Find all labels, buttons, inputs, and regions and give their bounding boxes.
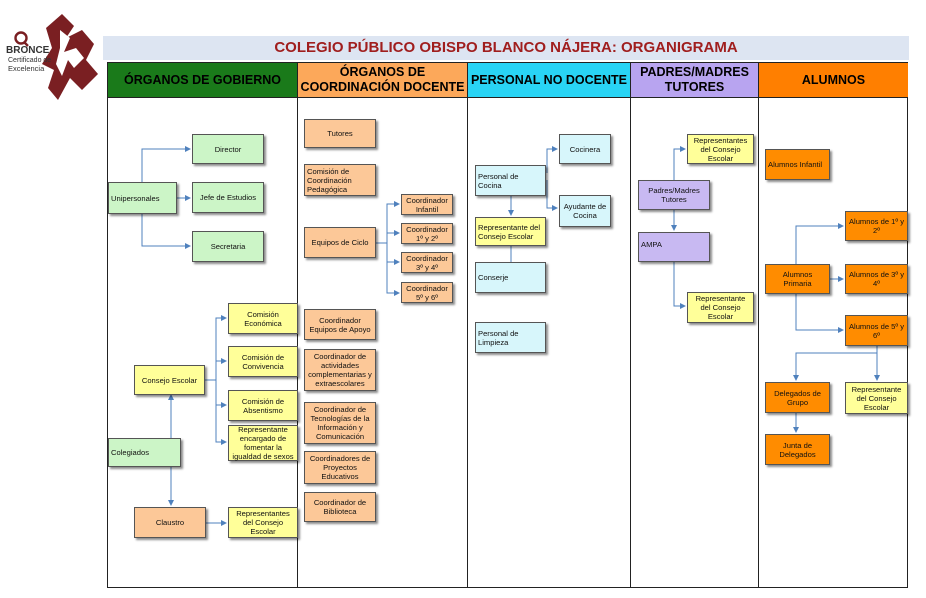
- logo-line2: Excelencia: [8, 64, 45, 73]
- ccp-box[interactable]: Comisión de Coordinación Pedagógica: [304, 164, 376, 196]
- director-box[interactable]: Director: [192, 134, 264, 164]
- consejo-escolar-box[interactable]: Consejo Escolar: [134, 365, 205, 395]
- representantes-consejo-padres-box[interactable]: Representantes del Consejo Escolar: [687, 134, 754, 164]
- delegados-grupo-box[interactable]: Delegados de Grupo: [765, 382, 830, 413]
- coordinador-tic-box[interactable]: Coordinador de Tecnologías de la Informa…: [304, 402, 376, 444]
- colegiados-box[interactable]: Colegiados: [108, 438, 181, 467]
- ayudante-cocina-box[interactable]: Ayudante de Cocina: [559, 195, 611, 227]
- alumnos-12-box[interactable]: Alumnos de 1º y 2º: [845, 211, 908, 241]
- equipos-ciclo-box[interactable]: Equipos de Ciclo: [304, 227, 376, 258]
- column-header-alumnos: ALUMNOS: [759, 63, 908, 98]
- alumnos-infantil-box[interactable]: Alumnos Infantil: [765, 149, 830, 180]
- tutores-box[interactable]: Tutores: [304, 119, 376, 148]
- column-divider: [467, 98, 468, 587]
- conserje-box[interactable]: Conserje: [475, 262, 546, 293]
- coordinador-34-box[interactable]: Coordinador 3º y 4º: [401, 252, 453, 273]
- alumnos-34-box[interactable]: Alumnos de 3º y 4º: [845, 264, 908, 294]
- comision-absentismo-box[interactable]: Comisión de Absentismo: [228, 390, 298, 421]
- padres-tutores-box[interactable]: Padres/Madres Tutores: [638, 180, 710, 210]
- column-divider: [630, 98, 631, 587]
- unipersonales-box[interactable]: Unipersonales: [108, 182, 177, 214]
- igualdad-representante-box[interactable]: Representante encargado de fomentar la i…: [228, 425, 298, 461]
- coordinador-infantil-box[interactable]: Coordinador Infantil: [401, 194, 453, 215]
- representante-consejo-padres-box[interactable]: Representante del Consejo Escolar: [687, 292, 754, 323]
- coordinador-56-box[interactable]: Coordinador 5º y 6º: [401, 282, 453, 303]
- coordinador-actividades-box[interactable]: Coordinador de actividades complementari…: [304, 349, 376, 391]
- representante-consejo-alumnos-box[interactable]: Representante del Consejo Escolar: [845, 382, 908, 414]
- comision-convivencia-box[interactable]: Comisión de Convivencia: [228, 346, 298, 377]
- jefe-estudios-box[interactable]: Jefe de Estudios: [192, 182, 264, 213]
- coordinadores-proyectos-box[interactable]: Coordinadores de Proyectos Educativos: [304, 451, 376, 484]
- ampa-box[interactable]: AMPA: [638, 232, 710, 262]
- representante-consejo-no-docente-box[interactable]: Representante del Consejo Escolar: [475, 217, 546, 246]
- cocinera-box[interactable]: Cocinera: [559, 134, 611, 164]
- personal-limpieza-box[interactable]: Personal de Limpieza: [475, 322, 546, 353]
- column-divider: [758, 98, 759, 587]
- comision-economica-box[interactable]: Comisión Económica: [228, 303, 298, 334]
- column-divider: [297, 98, 298, 587]
- column-header-gobierno: ÓRGANOS DE GOBIERNO: [108, 63, 298, 98]
- representantes-consejo-claustro-box[interactable]: Representantes del Consejo Escolar: [228, 507, 298, 538]
- logo: [4, 8, 104, 103]
- claustro-box[interactable]: Claustro: [134, 507, 206, 538]
- secretaria-box[interactable]: Secretaria: [192, 231, 264, 262]
- page-title: COLEGIO PÚBLICO OBISPO BLANCO NÁJERA: OR…: [103, 36, 909, 60]
- logo-line1: Certificado de: [8, 57, 52, 64]
- column-header-no-docente: PERSONAL NO DOCENTE: [468, 63, 631, 98]
- logo-badge: BRONCE: [6, 45, 50, 56]
- coordinador-biblioteca-box[interactable]: Coordinador de Biblioteca: [304, 492, 376, 522]
- coordinador-apoyo-box[interactable]: Coordinador Equipos de Apoyo: [304, 309, 376, 340]
- alumnos-primaria-box[interactable]: Alumnos Primaria: [765, 264, 830, 294]
- personal-cocina-box[interactable]: Personal de Cocina: [475, 165, 546, 196]
- column-header-coordinacion: ÓRGANOS DE COORDINACIÓN DOCENTE: [298, 63, 468, 98]
- junta-delegados-box[interactable]: Junta de Delegados: [765, 434, 830, 465]
- column-header-padres: PADRES/MADRES TUTORES: [631, 63, 759, 98]
- alumnos-56-box[interactable]: Alumnos de 5º y 6º: [845, 315, 908, 346]
- coordinador-12-box[interactable]: Coordinador 1º y 2º: [401, 223, 453, 244]
- logo-graphic: [14, 14, 98, 100]
